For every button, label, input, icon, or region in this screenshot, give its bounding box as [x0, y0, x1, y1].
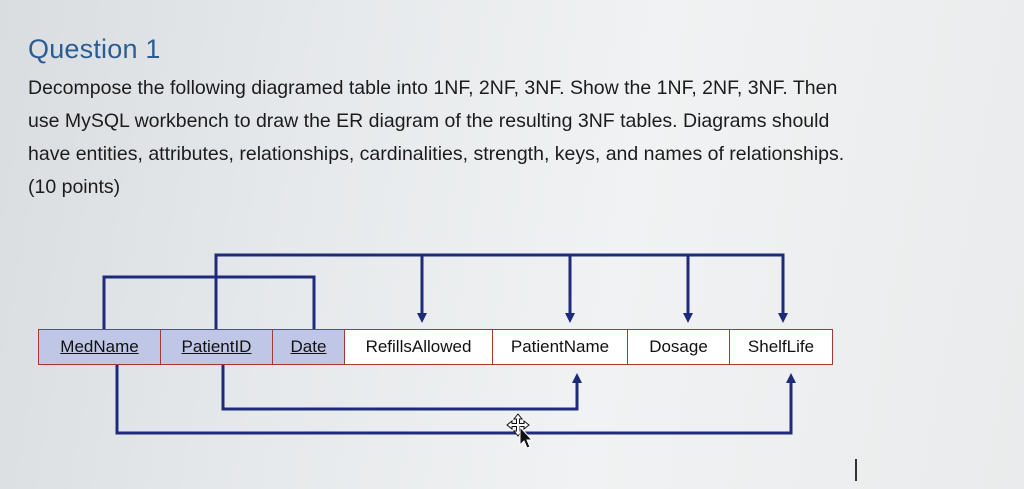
question-line: use MySQL workbench to draw the ER diagr…	[28, 110, 830, 132]
column-medname: MedName	[39, 330, 161, 364]
dependency-bracket-key	[102, 275, 316, 331]
dependency-line-full-key	[214, 253, 785, 331]
question-title: Question 1	[28, 34, 161, 64]
move-cursor-icon	[506, 413, 534, 449]
column-date: Date	[273, 330, 345, 364]
question-line: (10 points)	[28, 176, 121, 198]
column-patientid: PatientID	[161, 330, 273, 364]
dependency-line-medname	[115, 363, 796, 435]
question-text: Decompose the following diagramed table …	[28, 72, 1018, 204]
question-line: Decompose the following diagramed table …	[28, 77, 838, 99]
dependency-line-patientid	[221, 363, 582, 411]
column-shelflife: ShelfLife	[730, 330, 832, 364]
text-cursor	[855, 459, 857, 481]
dependency-table: MedName PatientID Date RefillsAllowed Pa…	[38, 329, 833, 365]
column-dosage: Dosage	[628, 330, 730, 364]
question-line: have entities, attributes, relationships…	[28, 143, 845, 165]
column-refillsallowed: RefillsAllowed	[345, 330, 493, 364]
column-patientname: PatientName	[493, 330, 628, 364]
